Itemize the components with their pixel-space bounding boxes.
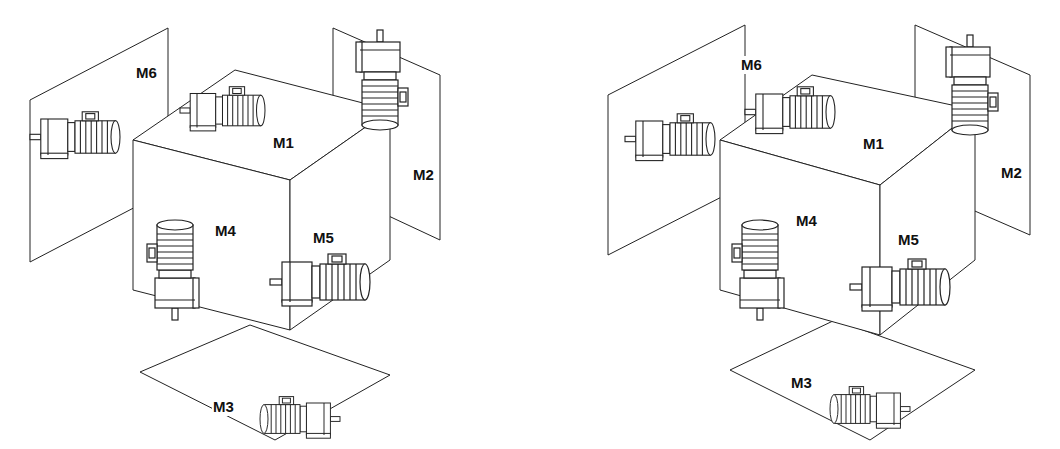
- position-label: M1: [272, 134, 295, 152]
- position-label: M5: [312, 229, 335, 247]
- position-label: M2: [412, 166, 435, 184]
- position-label: M1: [862, 135, 885, 153]
- position-label: M4: [795, 212, 818, 230]
- position-label: M3: [212, 398, 235, 416]
- position-label: M4: [214, 222, 237, 240]
- position-label: M5: [897, 231, 920, 249]
- position-label: M6: [135, 64, 158, 82]
- position-label: M6: [740, 56, 763, 74]
- position-label: M3: [790, 374, 813, 392]
- position-label: M2: [1000, 164, 1023, 182]
